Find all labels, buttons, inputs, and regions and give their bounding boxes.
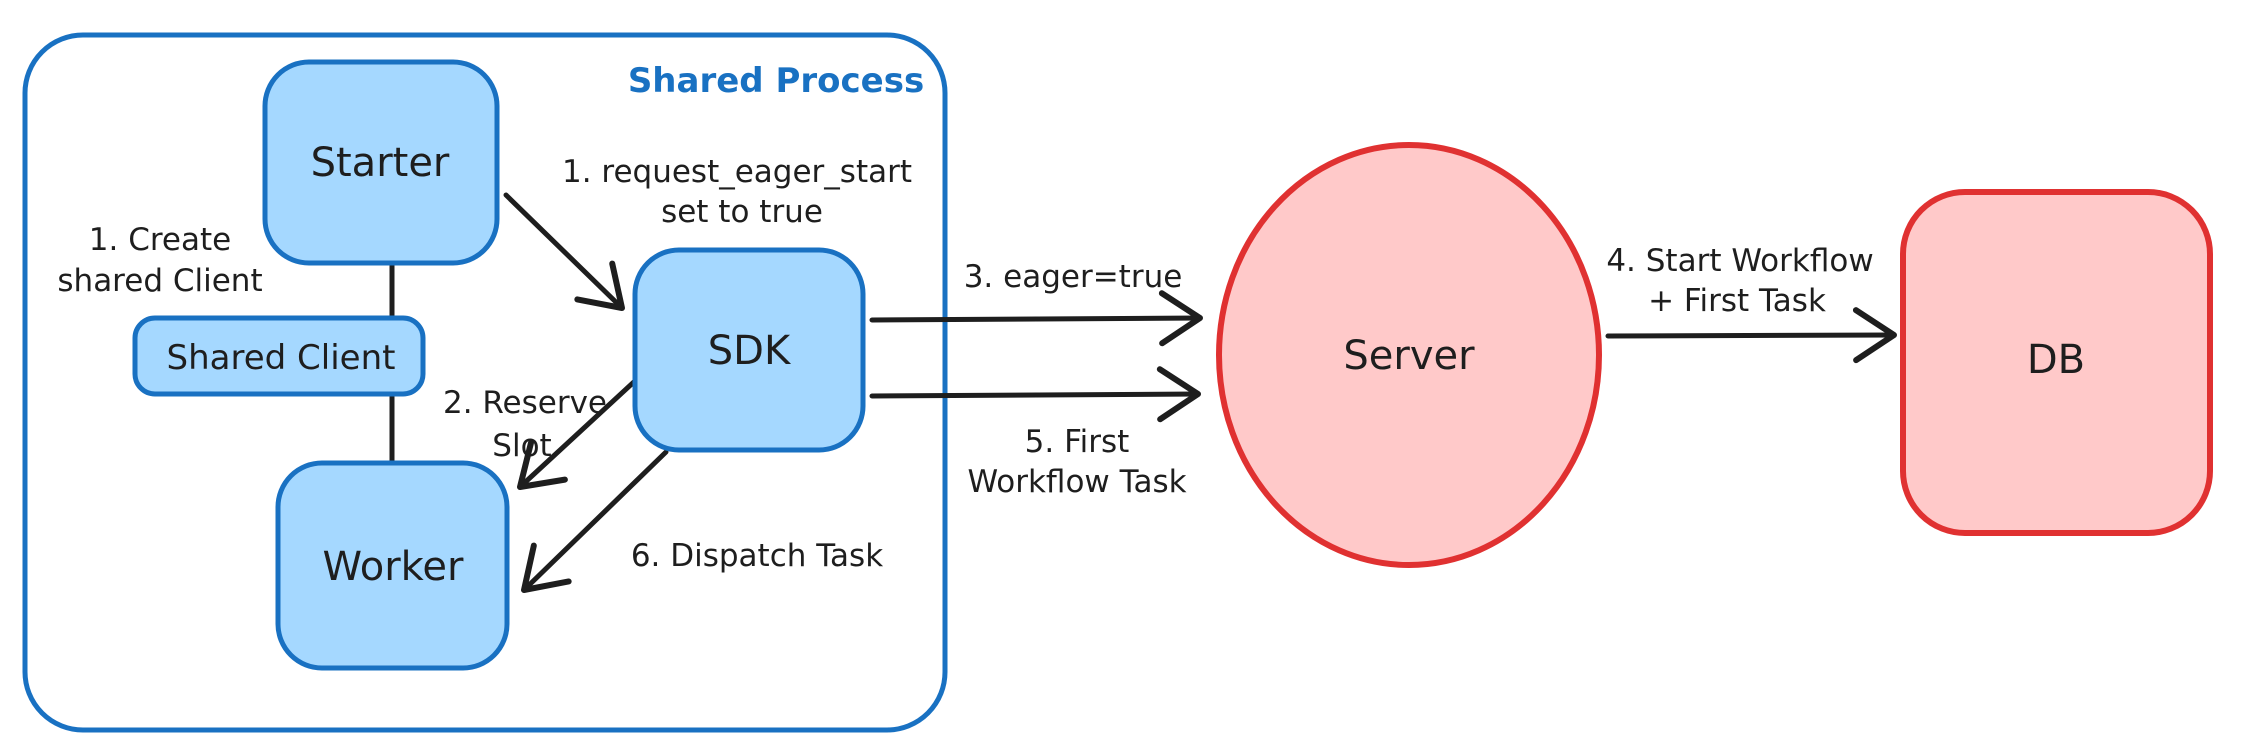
sdk-label: SDK (708, 328, 792, 374)
annotation-eager-true: 3. eager=true (964, 259, 1183, 295)
annotation-dispatch-task: 6. Dispatch Task (631, 538, 883, 574)
annotation-first-workflow-task-line1: 5. First (1025, 424, 1130, 460)
annotation-create-client-line2: shared Client (57, 263, 262, 299)
arrow-sdk-to-worker-reserve-slot (517, 377, 639, 490)
annotation-start-workflow-line2: + First Task (1648, 283, 1826, 319)
shared-client-node (132, 315, 426, 397)
server-label: Server (1343, 333, 1475, 379)
arrow-server-to-db (1605, 307, 1897, 364)
annotation-create-client-line1: 1. Create (89, 222, 231, 258)
starter-node (262, 59, 500, 266)
starter-label: Starter (311, 140, 450, 186)
annotation-reserve-slot-line1: 2. Reserve (443, 385, 607, 421)
annotation-first-workflow-task-line2: Workflow Task (967, 464, 1186, 500)
annotation-request-eager-start-line1: 1. request_eager_start (562, 154, 912, 190)
annotation-request-eager-start-line2: set to true (661, 194, 823, 230)
shared-process-label: Shared Process (628, 61, 924, 101)
annotation-start-workflow-line1: 4. Start Workflow (1606, 243, 1873, 279)
worker-label: Worker (323, 544, 464, 590)
shared-client-label: Shared Client (167, 338, 396, 378)
arrow-sdk-to-worker-dispatch-task (521, 449, 669, 593)
sdk-node (632, 247, 866, 453)
annotation-reserve-slot-line2: Slot (492, 428, 551, 464)
db-node (1900, 189, 2213, 536)
shared-process-container (22, 32, 948, 733)
db-label: DB (2027, 337, 2085, 383)
arrow-starter-to-sdk (503, 192, 625, 311)
arrow-sdk-to-server-eager-true (869, 290, 1203, 347)
server-node (1216, 142, 1602, 568)
worker-node (275, 460, 510, 671)
arrow-sdk-to-server-first-workflow-task (869, 366, 1201, 423)
